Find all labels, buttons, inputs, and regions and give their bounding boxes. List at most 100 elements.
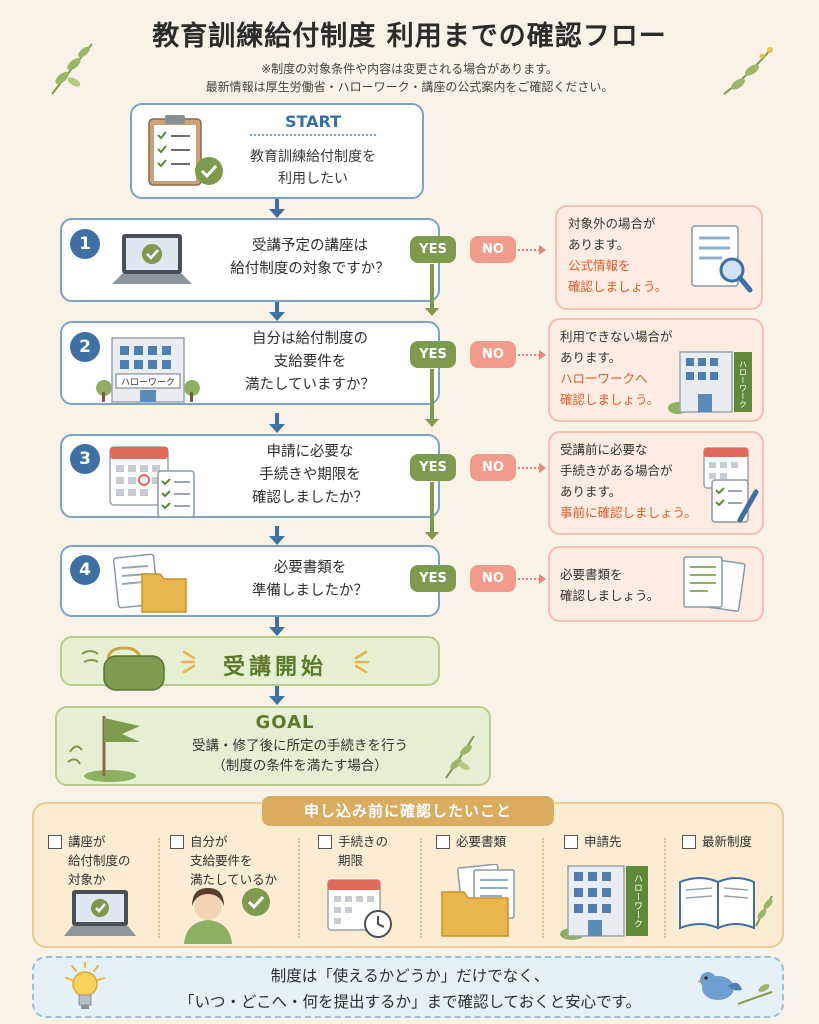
checklist-separator	[542, 838, 544, 938]
office-building-icon: ハローワーク	[560, 865, 648, 940]
yes-button-1[interactable]: YES	[410, 236, 456, 263]
lightbulb-icon	[65, 962, 105, 1009]
no-button-2[interactable]: NO	[470, 341, 516, 368]
yes-button-2[interactable]: YES	[410, 341, 456, 368]
no-1-accent2: 確認しましょう。	[568, 279, 668, 294]
goal-text: 受講・修了後に所定の手続きを行う （制度の条件を満たす場合）	[160, 736, 440, 776]
checklist-separator	[664, 838, 666, 938]
step-number-1: 1	[70, 229, 100, 259]
checkbox[interactable]	[48, 835, 62, 849]
no-arrow-head-3	[539, 463, 546, 473]
no-result-text-4: 必要書類を 確認しましょう。	[560, 564, 680, 606]
checklist-title: 申し込み前に確認したいこと	[262, 796, 554, 826]
checklist-separator	[158, 838, 160, 938]
no-1-line2: あります。	[568, 237, 630, 252]
yes-arrow-2	[430, 369, 434, 421]
question-4-line2: 準備しましたか？	[252, 583, 368, 599]
flow-arrow-head	[269, 696, 285, 705]
hello-work-sign-text: ハローワーク	[121, 377, 175, 388]
question-text-1: 受講予定の講座は 給付制度の対象ですか？	[200, 235, 420, 281]
no-arrow-3	[518, 467, 540, 469]
checklist-item-course[interactable]: 講座が 給付制度の 対象か	[48, 832, 158, 887]
no-button-4[interactable]: NO	[470, 565, 516, 592]
checklist-item-latest-system[interactable]: 最新制度	[682, 832, 778, 856]
sparkle-right-icon	[354, 650, 370, 674]
yes-button-3[interactable]: YES	[410, 454, 456, 481]
question-text-4: 必要書類を 準備しましたか？	[200, 557, 420, 603]
checkbox[interactable]	[170, 835, 184, 849]
question-text-2: 自分は給付制度の 支給要件を 満たしていますか？	[200, 328, 420, 397]
checklist-item-line: 給付制度の	[68, 853, 131, 868]
checklist-item-line: 支給要件を	[190, 853, 253, 868]
checklist-item-text: 申請先	[584, 832, 622, 851]
checklist-item-text: 講座が 給付制度の 対象か	[68, 832, 131, 889]
checklist-item-line: 自分が	[190, 834, 228, 849]
footer-text-line1: 制度は「使えるかどうか」だけでなく、	[270, 967, 550, 985]
no-arrow-1	[518, 249, 540, 251]
start-label: START	[284, 112, 342, 131]
checklist-separator	[298, 838, 300, 938]
question-1-line2: 給付制度の対象ですか？	[230, 261, 390, 277]
leaf-sprig-icon	[445, 735, 475, 779]
checklist-item-line: 満たしているか	[190, 872, 278, 887]
footer-note-box	[32, 956, 784, 1018]
checklist-item-line: 手続きの	[338, 834, 389, 849]
flow-arrow	[275, 302, 279, 314]
no-3-line2: 手続きがある場合が	[560, 463, 673, 478]
checklist-item-text: 手続きの 期限	[338, 832, 388, 870]
start-text-line1: 教育訓練給付制度を	[250, 149, 376, 165]
checklist-item-deadline[interactable]: 手続きの 期限	[318, 832, 408, 876]
no-button-3[interactable]: NO	[470, 454, 516, 481]
no-arrow-head-2	[539, 350, 546, 360]
no-2-line2: あります。	[560, 350, 622, 365]
laptop-check-icon	[64, 890, 136, 936]
goal-label: GOAL	[255, 712, 315, 733]
flower-branch-right-icon	[723, 47, 773, 95]
disclaimer-note-2: 最新情報は厚生労働省・ハローワーク・講座の公式案内をご確認ください。	[205, 80, 614, 94]
flow-arrow	[275, 686, 279, 698]
open-book-icon	[679, 877, 773, 930]
start-divider	[250, 134, 376, 136]
checkbox[interactable]	[436, 835, 450, 849]
goal-text-line1: 受講・修了後に所定の手続きを行う	[192, 738, 408, 754]
no-result-text-3: 受講前に必要な 手続きがある場合が あります。 事前に確認しましょう。	[560, 439, 710, 523]
no-3-line1: 受講前に必要な	[560, 442, 648, 457]
checkbox[interactable]	[318, 835, 332, 849]
folder-documents-icon	[441, 864, 515, 937]
checklist-item-line: 期限	[338, 853, 364, 868]
checklist-item-line: 講座が	[68, 834, 106, 849]
flow-arrow-head	[269, 312, 285, 321]
step-number-3: 3	[70, 444, 100, 474]
no-2-line1: 利用できない場合が	[560, 329, 673, 344]
leaf-branch-left-icon	[51, 43, 93, 95]
checklist-item-documents[interactable]: 必要書類	[436, 832, 536, 856]
flow-arrow-head	[269, 627, 285, 636]
sparkle-left-icon	[180, 650, 196, 674]
checklist-item-line: 必要書類	[456, 834, 507, 849]
no-3-accent1: 事前に確認しましょう。	[560, 505, 697, 520]
checkbox[interactable]	[682, 835, 696, 849]
checklist-panel	[32, 802, 784, 948]
goal-text-line2: （制度の条件を満たす場合）	[212, 758, 388, 774]
yes-arrow-head-3	[425, 532, 439, 540]
checkbox[interactable]	[564, 835, 578, 849]
no-4-line1: 必要書類を	[560, 567, 623, 582]
checklist-item-eligibility[interactable]: 自分が 支給要件を 満たしているか	[170, 832, 300, 887]
flow-arrow	[275, 413, 279, 427]
no-button-1[interactable]: NO	[470, 236, 516, 263]
checklist-item-text: 最新制度	[702, 832, 752, 851]
no-arrow-head-1	[539, 245, 546, 255]
question-2-line1: 自分は給付制度の	[252, 331, 368, 347]
yes-button-4[interactable]: YES	[410, 565, 456, 592]
checklist-item-destination[interactable]: 申請先	[564, 832, 664, 856]
question-4-line1: 必要書類を	[273, 560, 347, 576]
yes-arrow-3	[430, 482, 434, 534]
calendar-pencil-icon	[703, 447, 759, 523]
flow-arrow-head	[269, 536, 285, 545]
flow-arrow	[275, 199, 279, 211]
page-title: 教育訓練給付制度 利用までの確認フロー	[152, 21, 667, 52]
hello-work-building-icon: ハローワーク	[96, 337, 200, 403]
course-start-label: 受講開始	[222, 655, 327, 680]
no-3-line3: あります。	[560, 484, 622, 499]
no-1-line1: 対象外の場合が	[568, 216, 656, 231]
